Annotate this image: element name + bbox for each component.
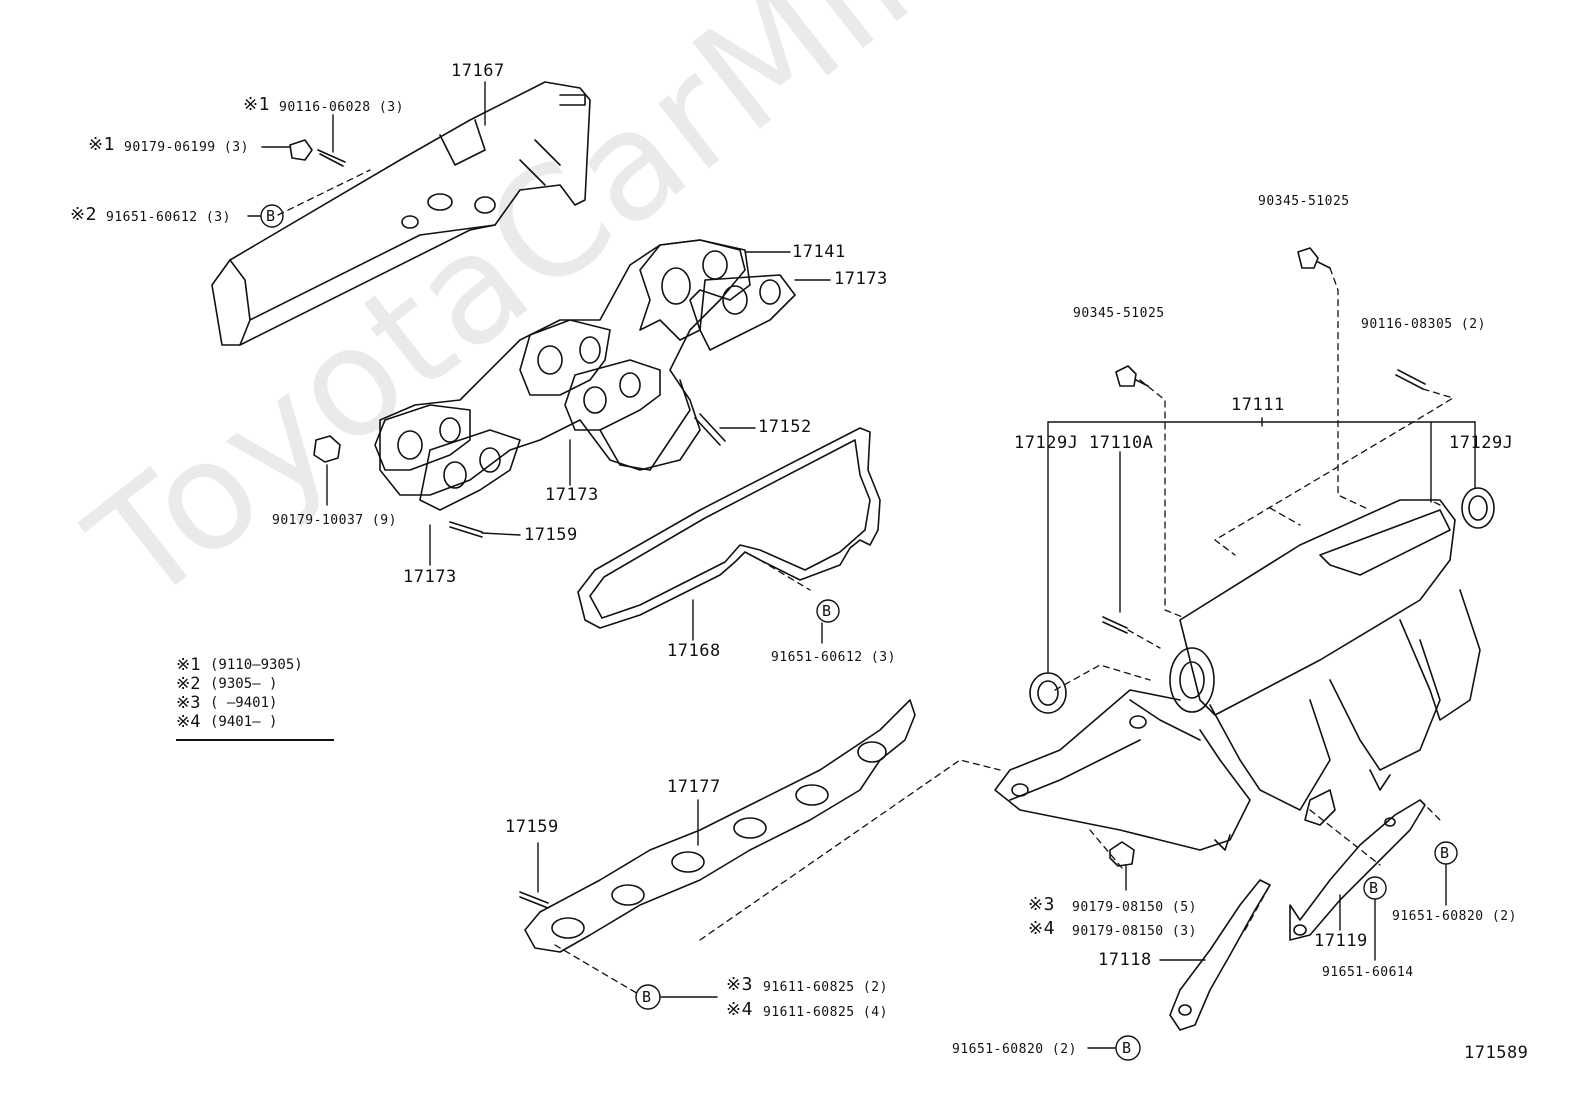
gasket-17168-shape: [577, 427, 881, 629]
gasket-17177-shape: [524, 699, 916, 953]
variant-mark: ※3: [1028, 894, 1055, 915]
legend-underline: [176, 739, 334, 741]
variant-mark: ※4: [1028, 918, 1055, 939]
part-label-91651-60820: 91651-60820 (2): [952, 1042, 1077, 1057]
legend-range: (9401— ): [210, 714, 278, 730]
legend-mark: ※1: [176, 655, 201, 675]
legend-row: ※4 (9401— ): [176, 713, 336, 732]
part-label-17129J: 17129J: [1014, 433, 1079, 453]
part-label-17167: 17167: [451, 61, 505, 81]
callout-b: B: [266, 207, 276, 225]
part-label-17177: 17177: [667, 777, 721, 797]
part-label-17152: 17152: [758, 417, 812, 437]
part-label-17129J: 17129J: [1449, 433, 1514, 453]
part-label-90179-08150: 90179-08150 (3): [1072, 924, 1197, 939]
part-label-91611-60825: 91611-60825 (2): [763, 980, 888, 995]
callout-b: B: [1122, 1039, 1132, 1057]
part-label-91651-60820: 91651-60820 (2): [1392, 909, 1517, 924]
fasteners-left: [289, 139, 726, 909]
part-label-90179-08150: 90179-08150 (5): [1072, 900, 1197, 915]
callout-b: B: [1369, 879, 1379, 897]
part-label-91651-60612: 91651-60612 (3): [771, 650, 896, 665]
part-label-91651-60614: 91651-60614: [1322, 965, 1414, 980]
fasteners-right: [1102, 247, 1426, 867]
heat-insulator-shape: [211, 81, 591, 346]
part-label-17173: 17173: [834, 269, 888, 289]
variant-mark: ※2: [70, 204, 97, 225]
callout-b: B: [642, 988, 652, 1006]
part-label-17159: 17159: [505, 817, 559, 837]
legend-range: ( —9401): [210, 695, 278, 711]
part-label-90345-51025: 90345-51025: [1258, 194, 1350, 209]
part-label-91651-60612: 91651-60612 (3): [106, 210, 231, 225]
seal-rings: [1029, 487, 1495, 714]
variant-mark: ※1: [243, 94, 270, 115]
variant-mark: ※1: [88, 134, 115, 155]
stays-shape: [1169, 789, 1426, 1031]
part-label-17119: 17119: [1314, 931, 1368, 951]
part-label-17173: 17173: [403, 567, 457, 587]
callout-b: B: [822, 602, 832, 620]
variant-legend: ※1 (9110—9305) ※2 (9305— ) ※3 ( —9401) ※…: [176, 656, 336, 732]
part-label-90179-06199: 90179-06199 (3): [124, 140, 249, 155]
legend-mark: ※4: [176, 712, 201, 732]
part-label-90179-10037: 90179-10037 (9): [272, 513, 397, 528]
part-label-90345-51025: 90345-51025: [1073, 306, 1165, 321]
intake-manifold-shape: [994, 499, 1481, 851]
dashed-lines: [277, 169, 1454, 996]
part-label-17168: 17168: [667, 641, 721, 661]
variant-mark: ※3: [726, 974, 753, 995]
part-label-17173: 17173: [545, 485, 599, 505]
legend-mark: ※2: [176, 674, 201, 694]
part-label-90116-06028: 90116-06028 (3): [279, 100, 404, 115]
part-label-17110A: 17110A: [1089, 433, 1154, 453]
part-label-17141: 17141: [792, 242, 846, 262]
leader-lines: [247, 81, 1476, 1049]
legend-row: ※3 ( —9401): [176, 694, 336, 713]
legend-range: (9110—9305): [210, 657, 303, 673]
part-label-17159: 17159: [524, 525, 578, 545]
callout-b: B: [1440, 844, 1450, 862]
part-label-91611-60825: 91611-60825 (4): [763, 1005, 888, 1020]
part-label-90116-08305: 90116-08305 (2): [1361, 317, 1486, 332]
variant-mark: ※4: [726, 999, 753, 1020]
legend-row: ※2 (9305— ): [176, 675, 336, 694]
legend-row: ※1 (9110—9305): [176, 656, 336, 675]
diagram-id: 171589: [1464, 1043, 1529, 1063]
legend-mark: ※3: [176, 693, 201, 713]
legend-range: (9305— ): [210, 676, 278, 692]
part-label-17118: 17118: [1098, 950, 1152, 970]
part-label-17111: 17111: [1231, 395, 1285, 415]
exhaust-manifold-shape: [374, 239, 796, 511]
callout-circles: [260, 204, 1458, 1061]
